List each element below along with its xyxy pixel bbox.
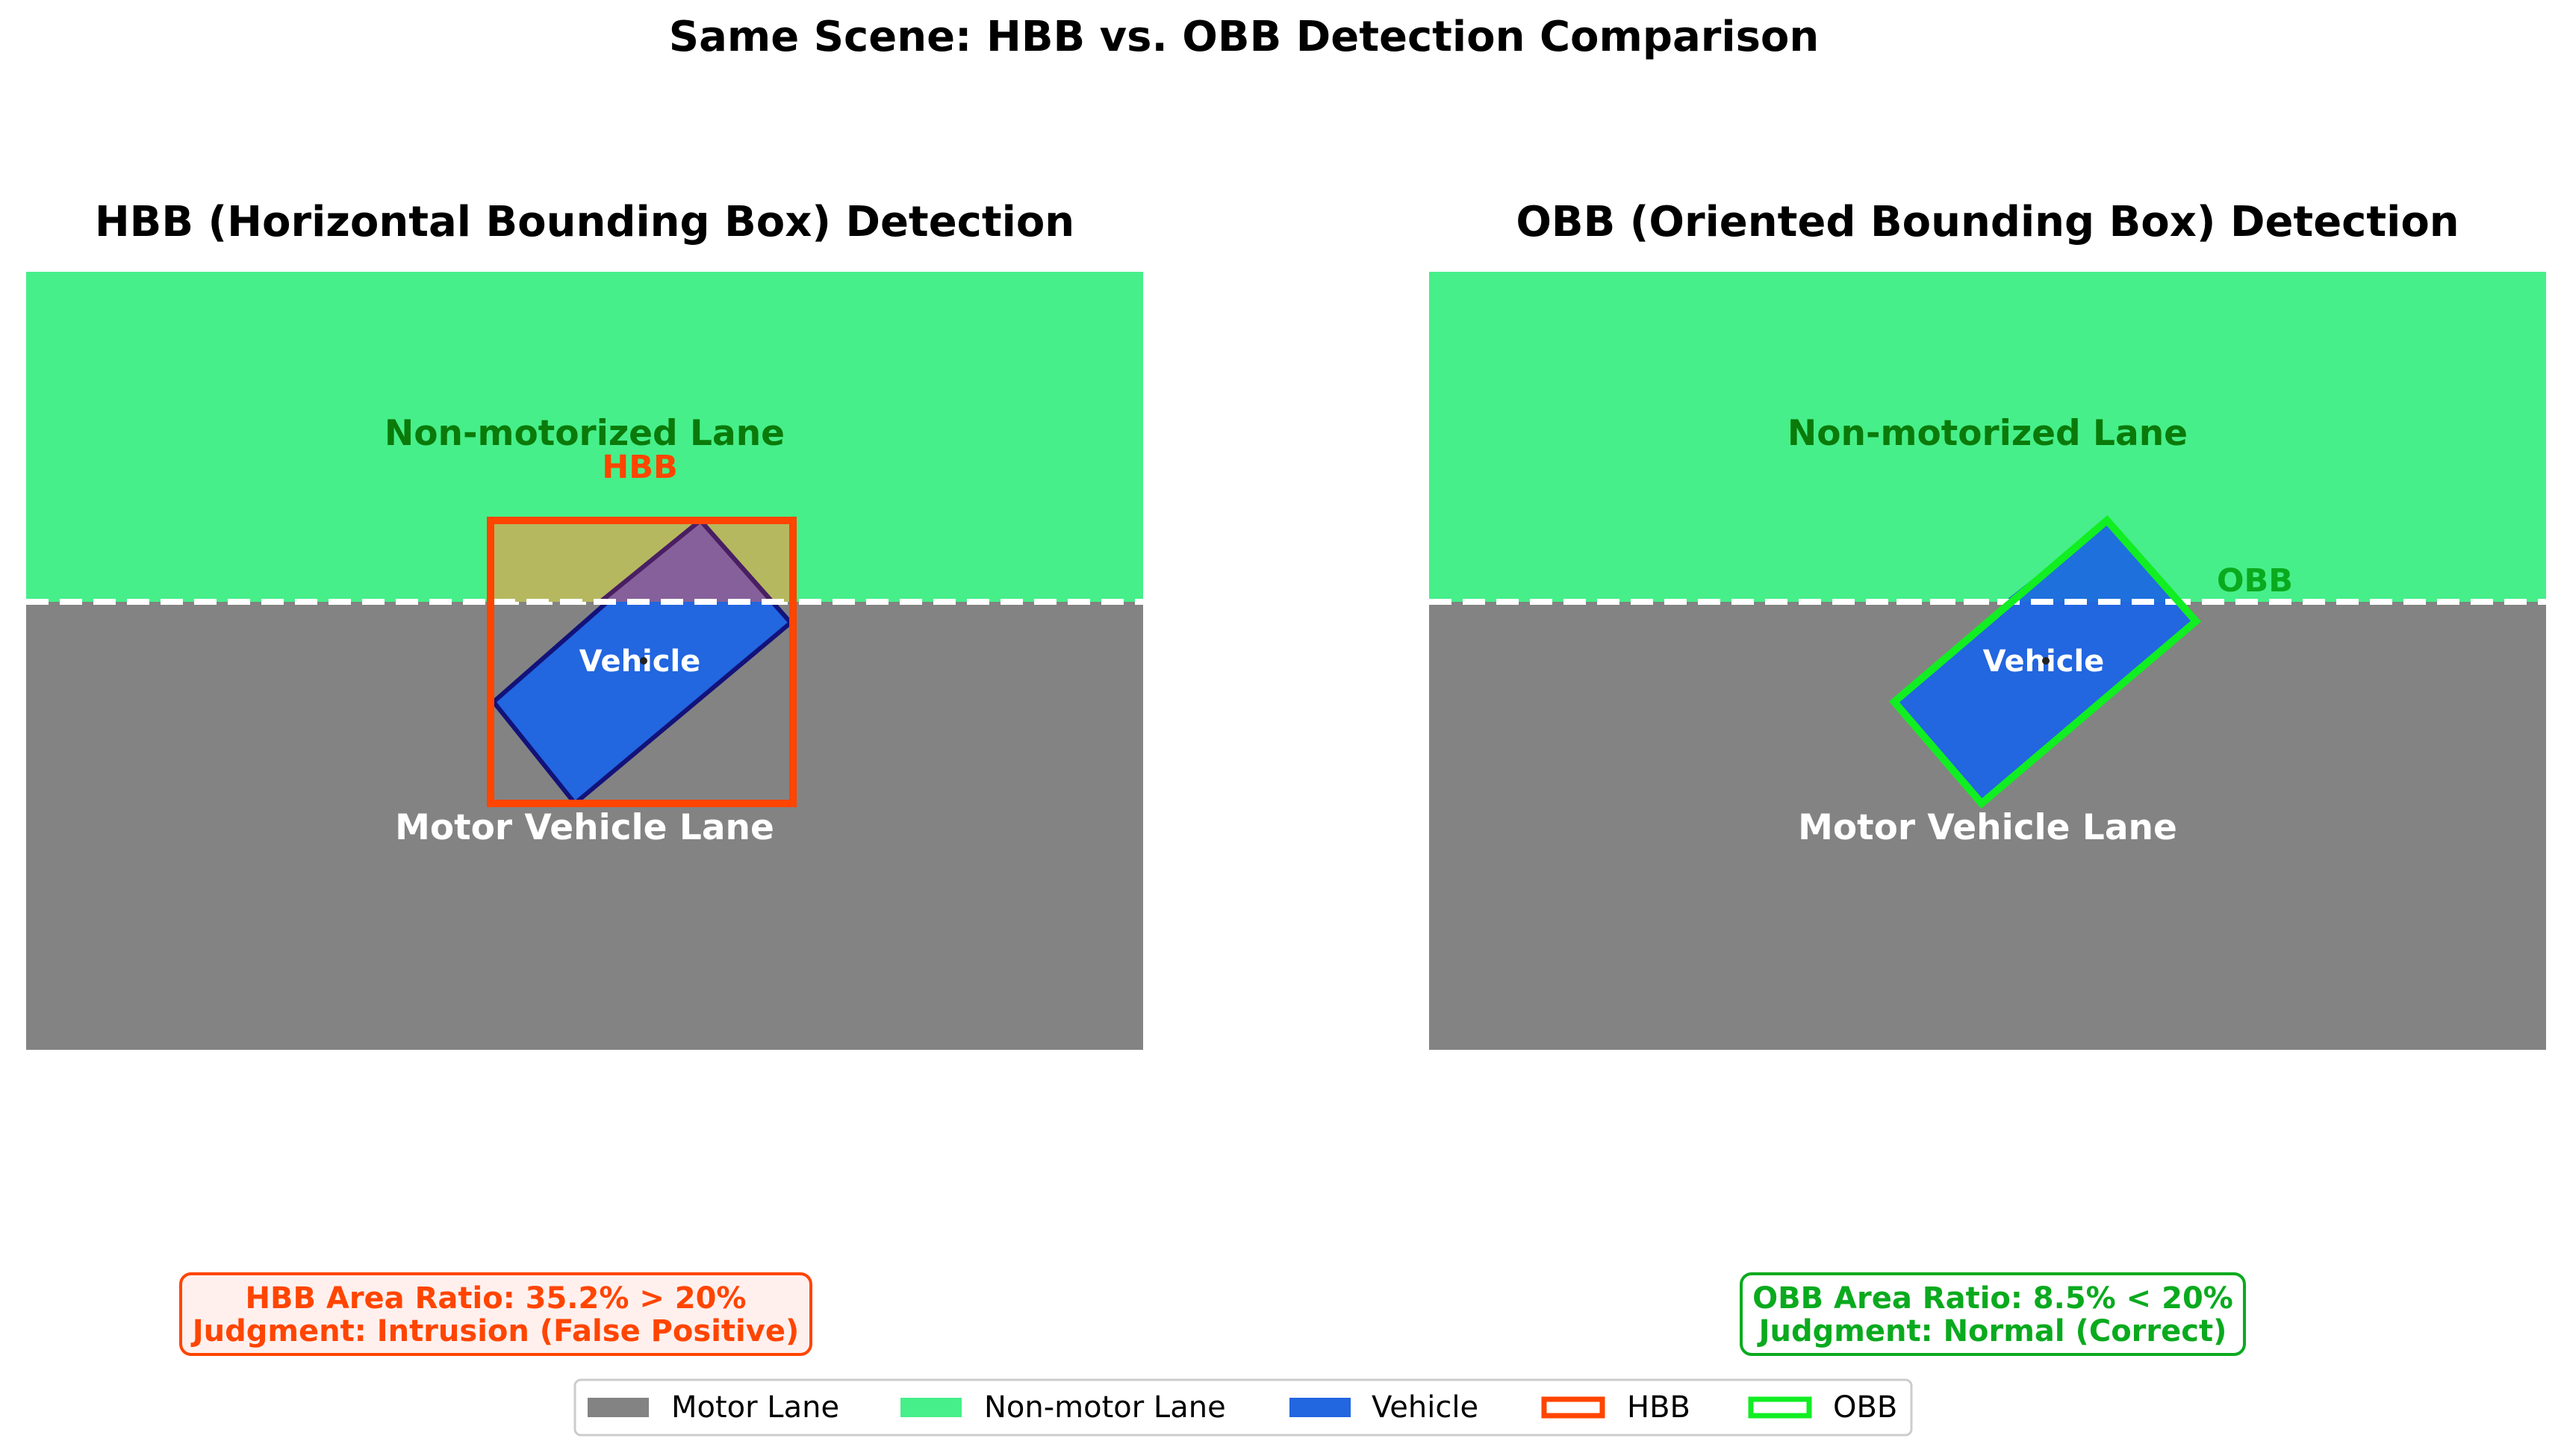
non-motor-lane-area xyxy=(1429,272,2546,602)
vehicle-label: Vehicle xyxy=(579,644,701,679)
vehicle-center-point xyxy=(640,657,647,665)
hbb-result-box: HBB Area Ratio: 35.2% > 20% Judgment: In… xyxy=(179,1272,812,1356)
non-motor-lane-label: Non-motorized Lane xyxy=(385,413,785,454)
legend-swatch-vehicle xyxy=(1289,1398,1351,1417)
legend-swatch-obb xyxy=(1748,1396,1812,1419)
figure-title: Same Scene: HBB vs. OBB Detection Compar… xyxy=(669,13,1820,61)
obb-result-box: OBB Area Ratio: 8.5% < 20% Judgment: Nor… xyxy=(1740,1272,2246,1356)
vehicle-overlap-region xyxy=(600,520,772,602)
obb-panel-title: OBB (Oriented Bounding Box) Detection xyxy=(1516,198,2459,246)
legend-swatch-non-motor-lane xyxy=(900,1398,962,1417)
vehicle-upper-part xyxy=(2004,520,2179,602)
legend-label-obb: OBB xyxy=(1833,1390,1897,1425)
hbb-box xyxy=(487,517,797,807)
hbb-panel-title: HBB (Horizontal Bounding Box) Detection xyxy=(95,198,1074,246)
legend-label-motor-lane: Motor Lane xyxy=(671,1390,839,1425)
legend-label-hbb: HBB xyxy=(1627,1390,1690,1425)
hbb-area-ratio: HBB Area Ratio: 35.2% > 20% xyxy=(245,1281,746,1316)
hbb-panel: HBB (Horizontal Bounding Box) Detection … xyxy=(26,198,1143,1050)
legend-label-non-motor-lane: Non-motor Lane xyxy=(984,1390,1226,1425)
legend-label-vehicle: Vehicle xyxy=(1372,1390,1478,1425)
legend-swatch-motor-lane xyxy=(588,1398,649,1417)
obb-box-label: OBB xyxy=(2217,562,2293,600)
legend-frame xyxy=(573,1378,1913,1437)
obb-box xyxy=(1888,515,2202,809)
motor-lane-label: Motor Vehicle Lane xyxy=(395,807,774,848)
motor-lane-label: Motor Vehicle Lane xyxy=(1798,807,2177,848)
hbb-judgment: Judgment: Intrusion (False Positive) xyxy=(190,1314,800,1348)
obb-panel: OBB (Oriented Bounding Box) Detection No… xyxy=(1429,198,2546,1050)
non-motor-lane-label: Non-motorized Lane xyxy=(1787,413,2188,454)
obb-judgment: Judgment: Normal (Correct) xyxy=(1757,1314,2227,1348)
hbb-box-label: HBB xyxy=(602,449,678,486)
legend-swatch-hbb xyxy=(1541,1396,1605,1419)
legend: Motor Lane Non-motor Lane Vehicle HBB OB… xyxy=(573,1378,1913,1437)
obb-area-ratio: OBB Area Ratio: 8.5% < 20% xyxy=(1752,1281,2233,1316)
vehicle-center-point xyxy=(2042,657,2050,665)
